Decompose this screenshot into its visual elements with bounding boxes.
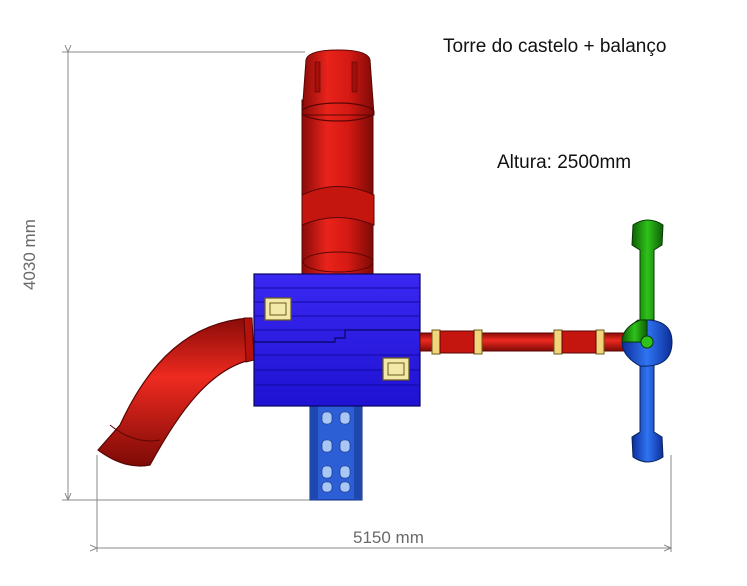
swing-beam [419,329,631,355]
swing-frame [621,219,673,463]
width-dimension-label: 5150 mm [353,528,424,547]
height-label: Altura: 2500mm [497,152,632,173]
curved-slide [97,317,255,467]
tube-slide [301,49,375,276]
height-dimension-label: 4030 mm [20,219,39,290]
tower [253,273,421,407]
diagram-title: Torre do castelo + balanço [443,36,667,57]
dimension-lines [62,52,671,552]
ladder [309,404,363,501]
